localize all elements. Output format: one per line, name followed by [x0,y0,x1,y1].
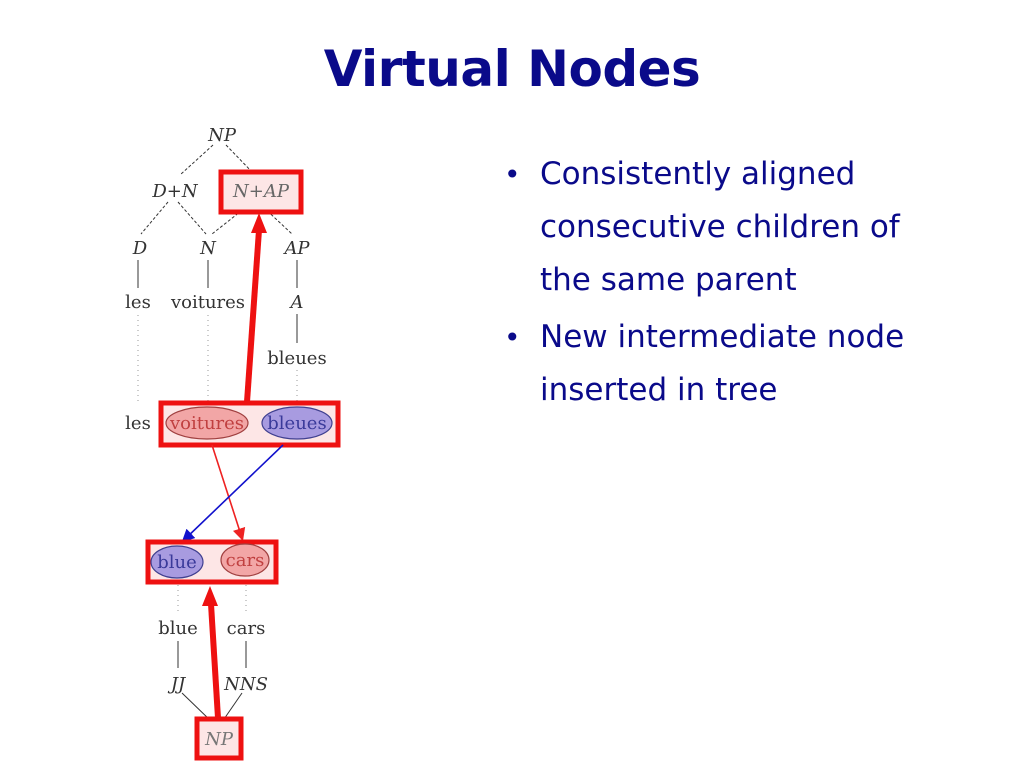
slide-title: Virtual Nodes [323,40,701,98]
node-n-plus-ap: N+AP [232,181,290,202]
english-word-links [177,585,247,615]
sentence-cars: cars [226,550,265,571]
virtual-node-box [218,169,304,215]
word-cars: cars [227,618,266,639]
bullet-list: • Consistently aligned consecutive child… [500,148,1000,421]
oval-blue [150,545,204,579]
node-ap: AP [282,238,310,259]
virtual-node-arrowhead [251,213,267,233]
french-word-links [137,315,298,405]
bullet-text: New intermediate node inserted in tree [540,319,905,408]
edge-dn-d [140,201,169,235]
node-d-plus-n: D+N [151,181,199,202]
oval-cars [220,543,270,577]
bullet-dot-icon: • [504,158,521,191]
sentence-les: les [125,413,151,434]
bullet-item: • New intermediate node inserted in tree [500,311,1000,417]
edge-np-nap [225,144,256,176]
english-root-box [194,716,244,761]
edge-dn-n [177,201,207,235]
bullet-dot-icon: • [504,321,521,354]
node-np-root: NP [207,125,237,146]
oval-voitures [165,406,249,440]
word-voitures: voitures [170,292,245,313]
virtual-node-arrow [244,229,262,403]
node-jj: JJ [167,674,187,695]
align-link-blue [181,444,284,543]
node-n: N [199,238,217,259]
align-link-red [211,444,246,542]
word-les: les [125,292,151,313]
bullet-item: • Consistently aligned consecutive child… [500,148,1000,307]
edge-nap-n [211,203,251,235]
french-tree-solid-edges [137,260,298,343]
node-np-english: NP [204,729,234,750]
node-nns: NNS [223,674,268,695]
node-a: A [289,292,304,313]
edge-np-dn [179,144,214,176]
node-d: D [132,238,148,259]
sentence-voitures: voitures [169,413,244,434]
sentence-blue: blue [157,552,197,573]
english-root-arrowhead [202,586,218,606]
word-bleues: bleues [267,348,326,369]
sentence-bleues: bleues [267,413,326,434]
bullet-text: Consistently aligned consecutive childre… [540,156,900,298]
word-blue: blue [158,618,198,639]
oval-bleues [261,406,333,440]
english-root-arrow [208,603,221,719]
